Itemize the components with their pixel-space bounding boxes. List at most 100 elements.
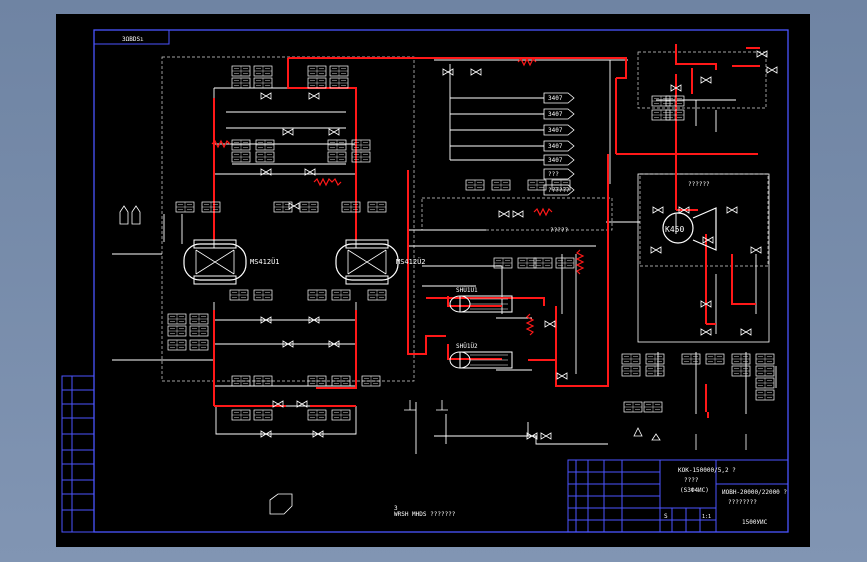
title-line-2: ???? — [684, 477, 699, 484]
instrument-tag — [273, 201, 293, 213]
instrument-tag — [367, 201, 387, 213]
instrument-tag — [755, 365, 775, 377]
instrument-tag — [331, 375, 351, 387]
instrument-tag — [665, 109, 685, 121]
instrument-tag — [189, 313, 209, 325]
corner-code: 3ΩВDSı — [122, 36, 144, 43]
destination-arrow: ??? — [543, 168, 575, 180]
foot-mark: 3 — [394, 505, 398, 512]
valve-symbol — [282, 128, 294, 136]
exchanger-lower: SHÜ1Ü2 — [449, 343, 513, 369]
instrument-tag — [231, 375, 251, 387]
instrument-tag — [189, 339, 209, 351]
instrument-tag — [645, 353, 665, 365]
valve-symbol — [282, 340, 294, 348]
title-sheet-mark: 1:1 — [702, 514, 711, 520]
revision-columns — [61, 375, 95, 533]
instrument-tag — [533, 257, 553, 269]
compressor: K450 ?????? — [662, 181, 717, 251]
valve-symbol — [260, 430, 272, 438]
instrument-tag — [755, 377, 775, 389]
instrument-tag — [651, 109, 671, 121]
valve-symbol — [288, 202, 300, 210]
valve-symbol — [328, 340, 340, 348]
valve-symbol — [308, 316, 320, 324]
instrument-tag — [755, 353, 775, 365]
corner-stamp — [93, 29, 170, 45]
instrument-tag — [705, 353, 725, 365]
instrument-tag — [351, 139, 371, 151]
instrument-tag — [307, 409, 327, 421]
valve-symbol — [498, 210, 510, 218]
instrument-tag — [307, 77, 327, 89]
valve-symbol — [272, 400, 284, 408]
instrument-tag — [755, 389, 775, 401]
valve-symbol — [470, 68, 482, 76]
instrument-tag — [231, 65, 251, 77]
instrument-tag — [189, 325, 209, 337]
instrument-tag — [307, 289, 327, 301]
regen-zone — [421, 197, 613, 231]
instrument-tag — [665, 95, 685, 107]
valve-symbol — [512, 210, 524, 218]
drawing-frame — [93, 29, 789, 533]
instrument-tag — [327, 139, 347, 151]
compressor-skid — [637, 173, 770, 343]
valve-symbol — [260, 92, 272, 100]
instrument-tag — [621, 365, 641, 377]
instrument-tag — [255, 151, 275, 163]
vent-symbols — [119, 205, 747, 515]
instrument-tag — [731, 353, 751, 365]
instrument-tag — [351, 151, 371, 163]
destination-label: ?????? — [548, 187, 570, 194]
destination-label: 3407 — [548, 127, 563, 134]
instrument-tag — [231, 77, 251, 89]
valve-symbol — [540, 432, 552, 440]
instrument-tag — [255, 139, 275, 151]
valve-symbol — [304, 168, 316, 176]
valve-symbol — [678, 206, 690, 214]
instrument-tag — [167, 325, 187, 337]
valve-symbol — [650, 246, 662, 254]
instrument-tag — [253, 65, 273, 77]
instrument-tag — [253, 77, 273, 89]
compressor-inlet-zone — [637, 51, 767, 109]
instrument-tag — [331, 409, 351, 421]
valve-symbol — [670, 84, 682, 92]
valve-symbol — [556, 372, 568, 380]
vessel-right: MS412Ü2 — [335, 239, 426, 285]
destination-label: ??? — [548, 171, 559, 178]
title-line-3: (S3Ф4ИС) — [680, 487, 709, 494]
instrument-tag — [329, 65, 349, 77]
flare-marks: ????? — [550, 227, 568, 234]
title-line-1: КОК-150000/5,2 ? — [678, 467, 736, 474]
destination-label: 3407 — [548, 111, 563, 118]
instrument-tag — [231, 409, 251, 421]
exchanger-upper: SHÜ1Ü1 — [449, 287, 513, 313]
instrument-tag — [167, 313, 187, 325]
legend-note: WRSH MHDS ??????? — [394, 511, 456, 518]
drawing-sheet[interactable]: 3ΩВDSı — [56, 14, 810, 547]
adsorber-zone — [161, 56, 415, 382]
instrument-tag — [731, 365, 751, 377]
title-block: КОК-150000/5,2 ? ???? (S3Ф4ИС) ИОВН-2000… — [567, 459, 789, 533]
valve-symbol — [442, 68, 454, 76]
instrument-tag — [681, 353, 701, 365]
exchanger-upper-label: SHÜ1Ü1 — [456, 287, 478, 294]
vessel-left: MS412Ü1 — [183, 239, 280, 285]
valve-symbol — [296, 400, 308, 408]
compressor-caption: ?????? — [688, 181, 710, 188]
valve-symbol — [702, 236, 714, 244]
instrument-tag — [621, 353, 641, 365]
instrument-tag — [361, 375, 381, 387]
destination-arrow: 3407 — [543, 108, 575, 120]
valve-symbol — [260, 168, 272, 176]
destination-arrow: 3407 — [543, 140, 575, 152]
valve-symbol — [726, 206, 738, 214]
instrument-tag — [253, 289, 273, 301]
instrument-tag — [329, 77, 349, 89]
process-flow-diagram: 3ΩВDSı — [61, 29, 789, 533]
instrument-tag — [231, 139, 251, 151]
instrument-tag — [367, 289, 387, 301]
